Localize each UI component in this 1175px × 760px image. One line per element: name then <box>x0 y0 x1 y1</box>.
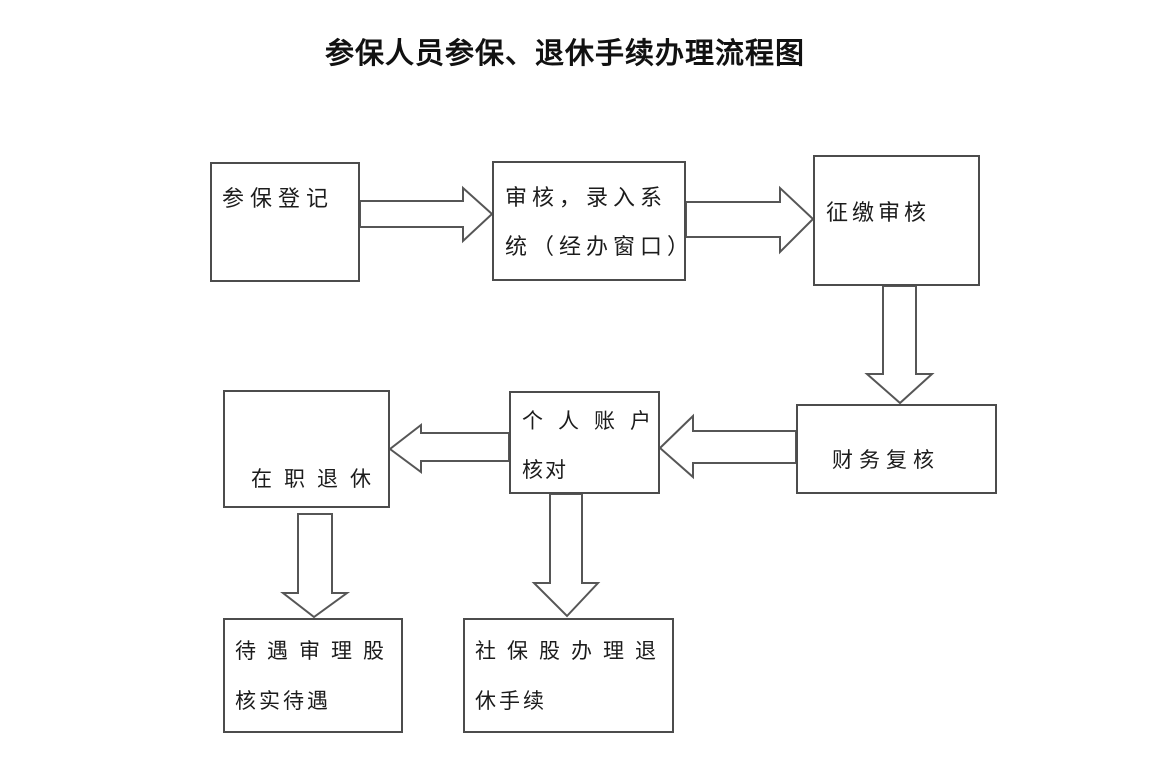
flow-node-personal-account-check: 个人账户 核对 <box>509 391 660 494</box>
arrow-account-to-social <box>531 493 601 618</box>
arrow-account-to-inservice <box>388 422 510 474</box>
flow-node-benefit-review-section: 待遇审理股 核实待遇 <box>223 618 403 733</box>
flow-node-label: 核实待遇 <box>235 689 331 713</box>
flow-node-label: 在职退休 <box>251 467 383 491</box>
flow-node-label: 休手续 <box>475 689 547 713</box>
flow-node-finance-recheck: 财务复核 <box>796 404 997 494</box>
flow-node-label: 个人账户 <box>522 409 666 433</box>
flow-node-label: 社保股办理退 <box>475 639 667 663</box>
arrow-enroll-to-review <box>359 185 494 244</box>
diagram-title: 参保人员参保、退休手续办理流程图 <box>324 38 805 70</box>
flow-node-review-entry-window: 审核，录入系 统（经办窗口） <box>492 161 695 281</box>
flow-node-label: 征缴审核 <box>826 200 931 225</box>
flow-node-collection-review: 征缴审核 <box>813 155 980 286</box>
arrow-review-to-collection <box>685 185 815 255</box>
flow-node-in-service-retirement: 在职退休 <box>223 390 390 508</box>
flow-node-label: 待遇审理股 <box>235 639 395 663</box>
flow-node-label: 审核，录入系 <box>505 185 668 210</box>
arrow-finance-to-account <box>658 413 797 480</box>
flow-node-label: 财务复核 <box>832 448 940 472</box>
flow-node-label: 统（经办窗口） <box>505 234 695 259</box>
flow-node-label: 核对 <box>522 458 568 482</box>
flow-node-enroll-registration: 参保登记 <box>210 162 360 282</box>
flow-node-social-security-section: 社保股办理退 休手续 <box>463 618 674 733</box>
flow-node-label: 参保登记 <box>222 186 335 211</box>
arrow-inservice-to-benefit <box>280 513 351 619</box>
arrow-collection-to-finance <box>864 285 935 405</box>
